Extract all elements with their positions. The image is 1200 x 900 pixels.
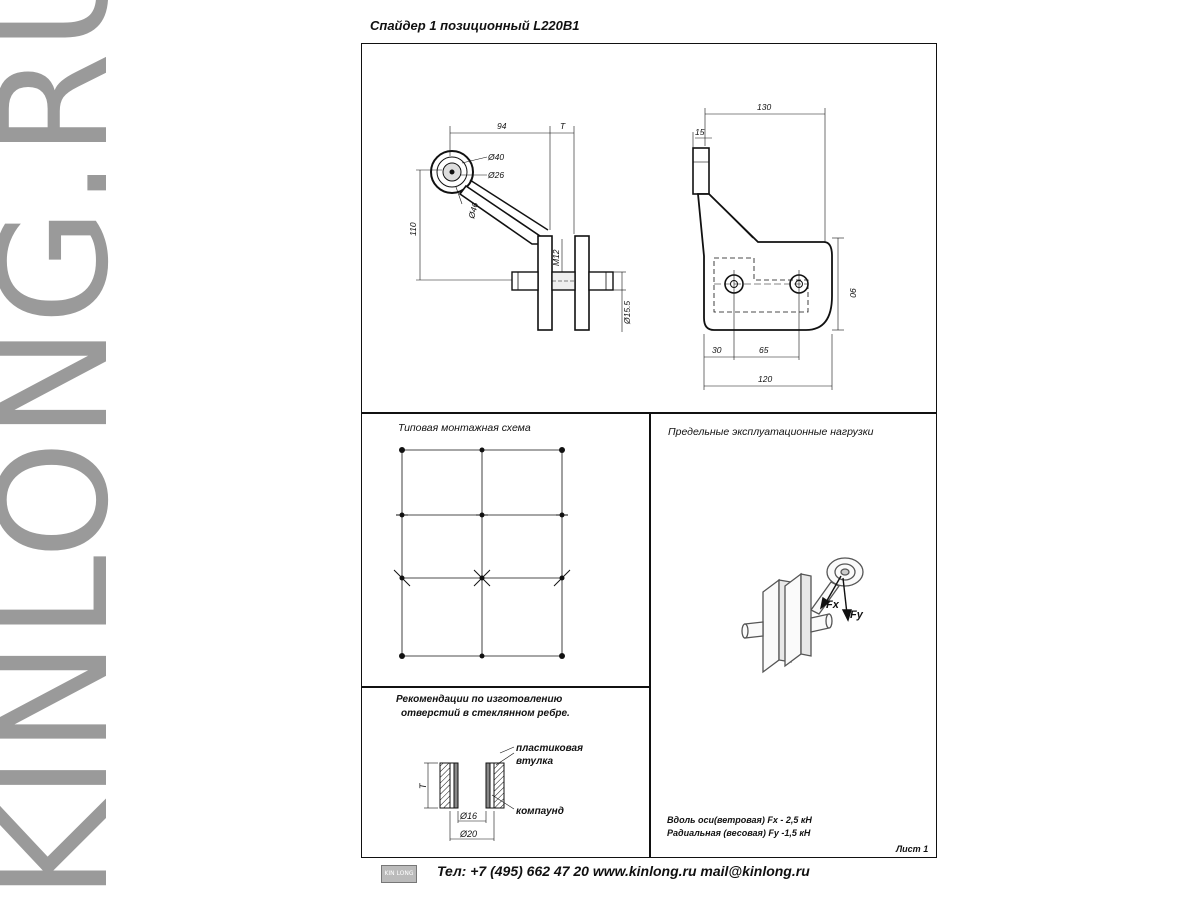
holes-dim-d20: Ø20	[459, 829, 477, 839]
dim-t: T	[560, 121, 566, 131]
contact-info: Тел: +7 (495) 662 47 20 www.kinlong.ru m…	[437, 863, 810, 879]
force-fy-label: Fy	[850, 609, 863, 621]
bushing-label-line2: втулка	[516, 756, 554, 767]
load-radial: Радиальная (весовая) Fy -1,5 кН	[667, 828, 811, 838]
dim-d46: Ø46	[466, 201, 480, 220]
technical-drawing: 94 T 110 Ø40 Ø26 Ø46 M12 Ø15.5 130 15 90…	[408, 102, 858, 390]
load-axial: Вдоль оси(ветровая) Fx - 2,5 кН	[667, 815, 812, 825]
watermark-text: KINLONG.RU	[0, 0, 142, 900]
bushing-label-line1: пластиковая	[516, 743, 583, 754]
compound-label: компаунд	[516, 806, 564, 817]
holes-heading-line1: Рекомендации по изготовлению	[396, 694, 563, 705]
dim-110: 110	[408, 222, 418, 236]
holes-heading-line2: отверстий в стеклянном ребре.	[401, 708, 570, 719]
force-fx-label: Fx	[826, 599, 839, 611]
mounting-scheme	[393, 447, 571, 659]
divider-left-bottom	[361, 686, 650, 688]
divider-middle	[649, 412, 651, 858]
dim-d26: Ø26	[487, 170, 504, 180]
dim-m12: M12	[551, 249, 561, 266]
dim-94: 94	[497, 121, 507, 131]
holes-dim-t: T	[418, 782, 428, 789]
dim-130: 130	[757, 102, 771, 112]
holes-dim-d16: Ø16	[459, 811, 477, 821]
dim-90: 90	[848, 288, 858, 298]
dim-d155: Ø15.5	[622, 301, 632, 325]
kinlong-logo: KIN LONG	[381, 865, 417, 883]
mounting-heading: Типовая монтажная схема	[398, 422, 531, 434]
dim-30: 30	[712, 345, 722, 355]
dim-d40: Ø40	[487, 152, 504, 162]
dim-65: 65	[759, 345, 769, 355]
loads-heading: Предельные эксплуатационные нагрузки	[668, 426, 874, 438]
dim-120: 120	[758, 374, 772, 384]
drawing-title: Спайдер 1 позиционный L220B1	[370, 18, 580, 33]
hole-section-drawing: T Ø16 Ø20	[418, 746, 515, 841]
spider-3d-view	[741, 557, 864, 674]
sheet-number: Лист 1	[896, 844, 929, 854]
dim-15: 15	[695, 127, 705, 137]
